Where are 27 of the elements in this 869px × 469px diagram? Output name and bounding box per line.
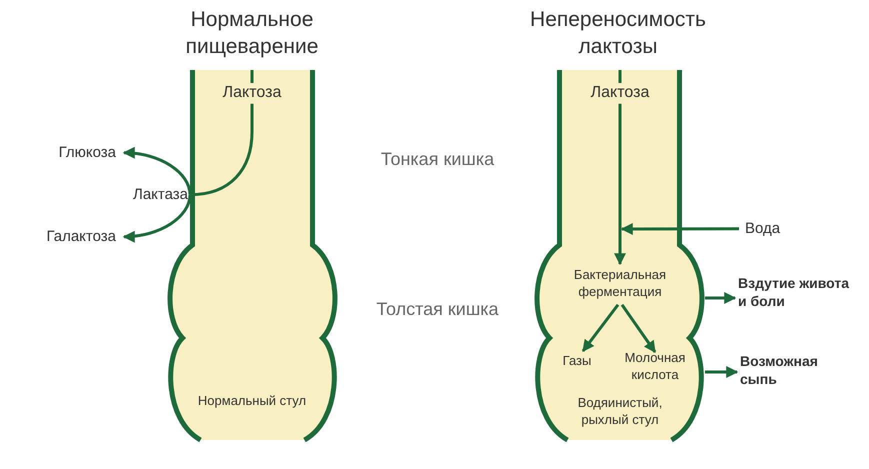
node-label: Газы — [560, 353, 594, 370]
arrow — [705, 292, 736, 304]
connector-line — [618, 70, 622, 83]
panel-heading: Нормальное пищеварение — [184, 7, 320, 60]
panel-heading: Непереносимость лактозы — [529, 7, 707, 60]
node-label: Возможная сыпь — [740, 352, 822, 388]
node-label: Галактоза — [40, 227, 116, 246]
arrow — [122, 147, 192, 195]
arrow — [122, 194, 192, 242]
arrow — [705, 366, 738, 378]
section-label: Толстая кишка — [375, 298, 500, 321]
arrow — [614, 104, 626, 266]
node-label: Вздутие живота и боли — [738, 274, 850, 310]
node-label: Бактериальная ферментация — [572, 267, 668, 301]
node-label: Молочная кислота — [623, 350, 687, 384]
node-label: Глюкоза — [54, 143, 116, 162]
node-label: Нормальный стул — [197, 393, 307, 410]
node-label: Вода — [745, 219, 785, 238]
node-label: Лактоза — [220, 83, 284, 104]
connector-line — [250, 70, 254, 83]
node-label: Лактаза — [126, 185, 188, 204]
arrow — [582, 304, 620, 352]
arrow — [620, 304, 656, 353]
section-label: Тонкая кишка — [380, 148, 496, 171]
node-label: Лактоза — [588, 83, 652, 104]
node-label: Водяинистый, рыхлый стул — [560, 395, 680, 429]
arrow — [620, 222, 739, 235]
